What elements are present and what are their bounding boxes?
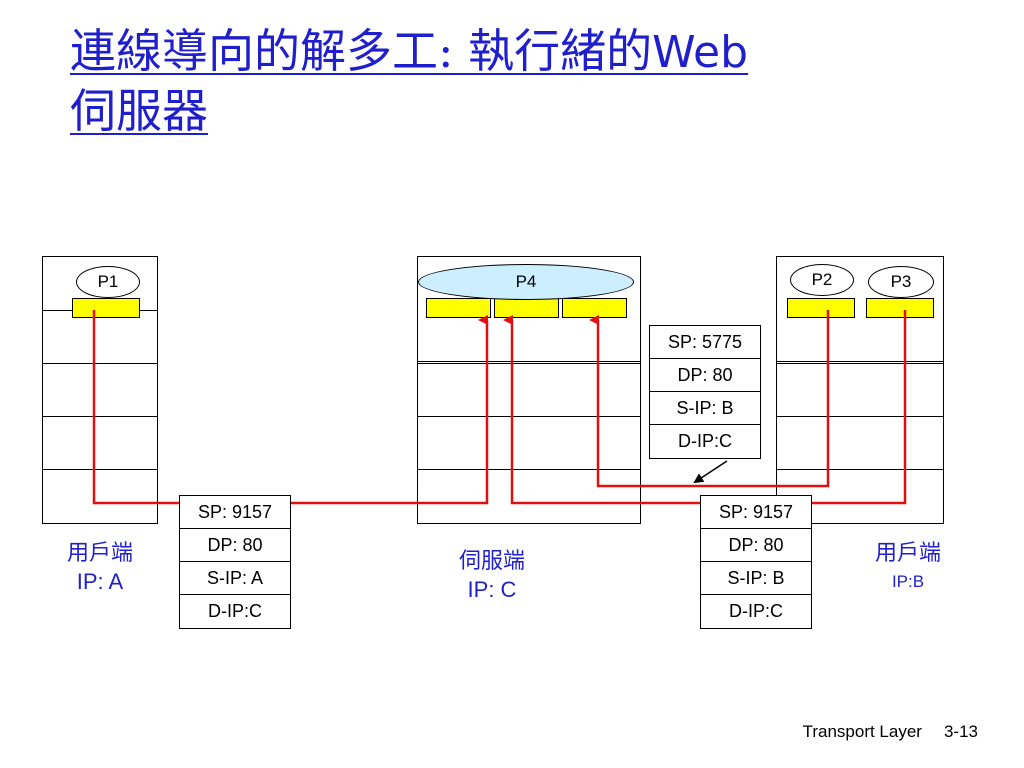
packet-source-ip: S-IP: B bbox=[701, 562, 811, 595]
packet-source-port: SP: 9157 bbox=[701, 496, 811, 529]
label-client-b-name: 用戶端 bbox=[874, 541, 941, 566]
label-client-b-ip: IP:B bbox=[891, 572, 925, 591]
slide-title: 連線導向的解多工: 執行緒的Web 伺服器 bbox=[70, 22, 950, 140]
label-server-c-name: 伺服端 bbox=[458, 549, 525, 574]
packet-source-port: SP: 9157 bbox=[180, 496, 290, 529]
slide-footer: Transport Layer 3-13 bbox=[803, 722, 978, 742]
socket-p2 bbox=[787, 298, 855, 318]
socket-p1 bbox=[72, 298, 140, 318]
socket-p4-a bbox=[426, 298, 491, 318]
label-server-c: 伺服端 IP: C bbox=[432, 548, 552, 604]
flow-client-a-to-server bbox=[92, 310, 489, 505]
packet-from-b-5775: SP: 5775 DP: 80 S-IP: B D-IP:C bbox=[649, 325, 761, 459]
process-p2: P2 bbox=[790, 264, 854, 296]
packet-source-ip: S-IP: A bbox=[180, 562, 290, 595]
packet-dest-ip: D-IP:C bbox=[729, 601, 783, 621]
label-server-c-ip: IP: C bbox=[467, 577, 517, 602]
label-client-a: 用戶端 IP: A bbox=[40, 540, 160, 596]
packet-dest-ip: D-IP:C bbox=[678, 431, 732, 451]
process-p3: P3 bbox=[868, 266, 934, 298]
packet-from-a: SP: 9157 DP: 80 S-IP: A D-IP:C bbox=[179, 495, 291, 629]
packet-dest-ip: D-IP:C bbox=[208, 601, 262, 621]
flow-p2-to-server bbox=[589, 310, 830, 488]
footer-page: 3-13 bbox=[943, 722, 978, 741]
title-line1: 連線導向的解多工: 執行緒的 bbox=[70, 24, 653, 78]
packet-from-b-9157: SP: 9157 DP: 80 S-IP: B D-IP:C bbox=[700, 495, 812, 629]
socket-p3 bbox=[866, 298, 934, 318]
packet-dest-port: DP: 80 bbox=[650, 359, 760, 392]
title-web: Web bbox=[652, 27, 749, 78]
packet-pointer bbox=[693, 460, 728, 484]
footer-section: Transport Layer bbox=[802, 722, 922, 741]
packet-dest-port: DP: 80 bbox=[701, 529, 811, 562]
label-client-a-name: 用戶端 bbox=[66, 541, 133, 566]
title-line2: 伺服器 bbox=[70, 84, 208, 138]
process-p4: P4 bbox=[418, 264, 634, 300]
label-client-a-ip: IP: A bbox=[76, 569, 124, 594]
label-client-b: 用戶端 IP:B bbox=[848, 540, 968, 596]
packet-source-port: SP: 5775 bbox=[650, 326, 760, 359]
process-p1: P1 bbox=[76, 266, 140, 298]
packet-source-ip: S-IP: B bbox=[650, 392, 760, 425]
packet-dest-port: DP: 80 bbox=[180, 529, 290, 562]
